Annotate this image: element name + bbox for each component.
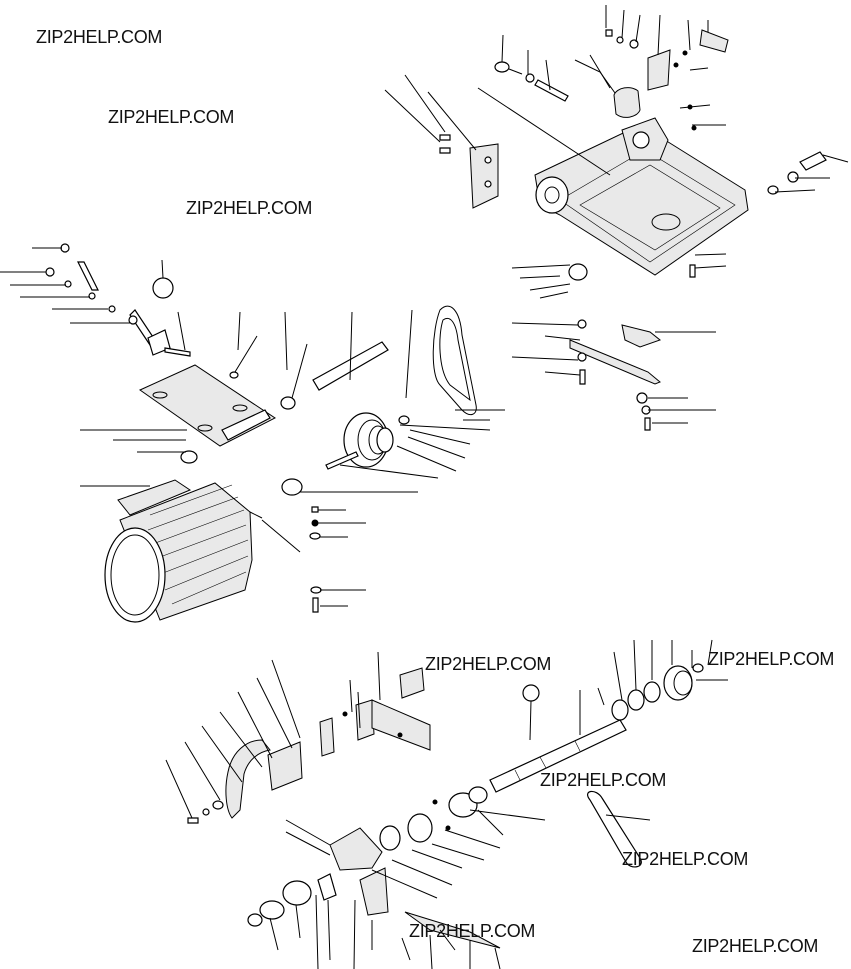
- motor-plate: [138, 364, 276, 447]
- arbor-nut: [247, 913, 263, 927]
- angle-bracket: [621, 324, 662, 348]
- motor-mount: [117, 479, 192, 516]
- watermark-1: ZIP2HELP.COM: [36, 27, 163, 47]
- watermark-7: ZIP2HELP.COM: [622, 849, 749, 869]
- blade-guard: [225, 739, 271, 819]
- bottom-plate: [569, 339, 661, 385]
- frame-pivot-hole: [535, 176, 569, 214]
- watermark-8: ZIP2HELP.COM: [409, 921, 536, 941]
- eye-bolt: [494, 61, 510, 73]
- watermark-4: ZIP2HELP.COM: [425, 654, 552, 674]
- watermark-9: ZIP2HELP.COM: [692, 936, 819, 956]
- side-bracket: [469, 143, 499, 209]
- tension-rod: [77, 261, 99, 291]
- flange-housing: [329, 827, 383, 871]
- watermark-3: ZIP2HELP.COM: [186, 198, 313, 218]
- clip-part: [699, 29, 729, 53]
- arbor-shaft: [489, 719, 627, 793]
- guard-plate: [371, 699, 431, 751]
- clip-part-2: [399, 667, 425, 699]
- arbor-assembly: [165, 639, 728, 969]
- motor-assembly: [0, 243, 505, 623]
- wrench-tool: [587, 790, 642, 868]
- watermark-2: ZIP2HELP.COM: [108, 107, 235, 127]
- motor-endcap: [104, 527, 166, 623]
- bushing: [281, 478, 303, 496]
- v-belt: [432, 305, 477, 416]
- guard-bracket: [267, 741, 303, 791]
- base-frame-assembly: [384, 5, 849, 431]
- outer-flange: [282, 880, 312, 906]
- hinge-pin: [221, 409, 271, 441]
- pin-rod: [534, 79, 569, 102]
- knob-ball: [152, 277, 174, 299]
- bracket-plate: [647, 49, 671, 91]
- knob-ball-2: [522, 684, 540, 702]
- hub-part: [568, 263, 588, 281]
- arbor-pulley: [663, 665, 693, 701]
- watermark-6: ZIP2HELP.COM: [540, 770, 667, 790]
- cylinder-part: [613, 87, 641, 118]
- electric-motor: [104, 479, 263, 623]
- end-pin: [799, 151, 827, 171]
- watermark-5: ZIP2HELP.COM: [708, 649, 835, 669]
